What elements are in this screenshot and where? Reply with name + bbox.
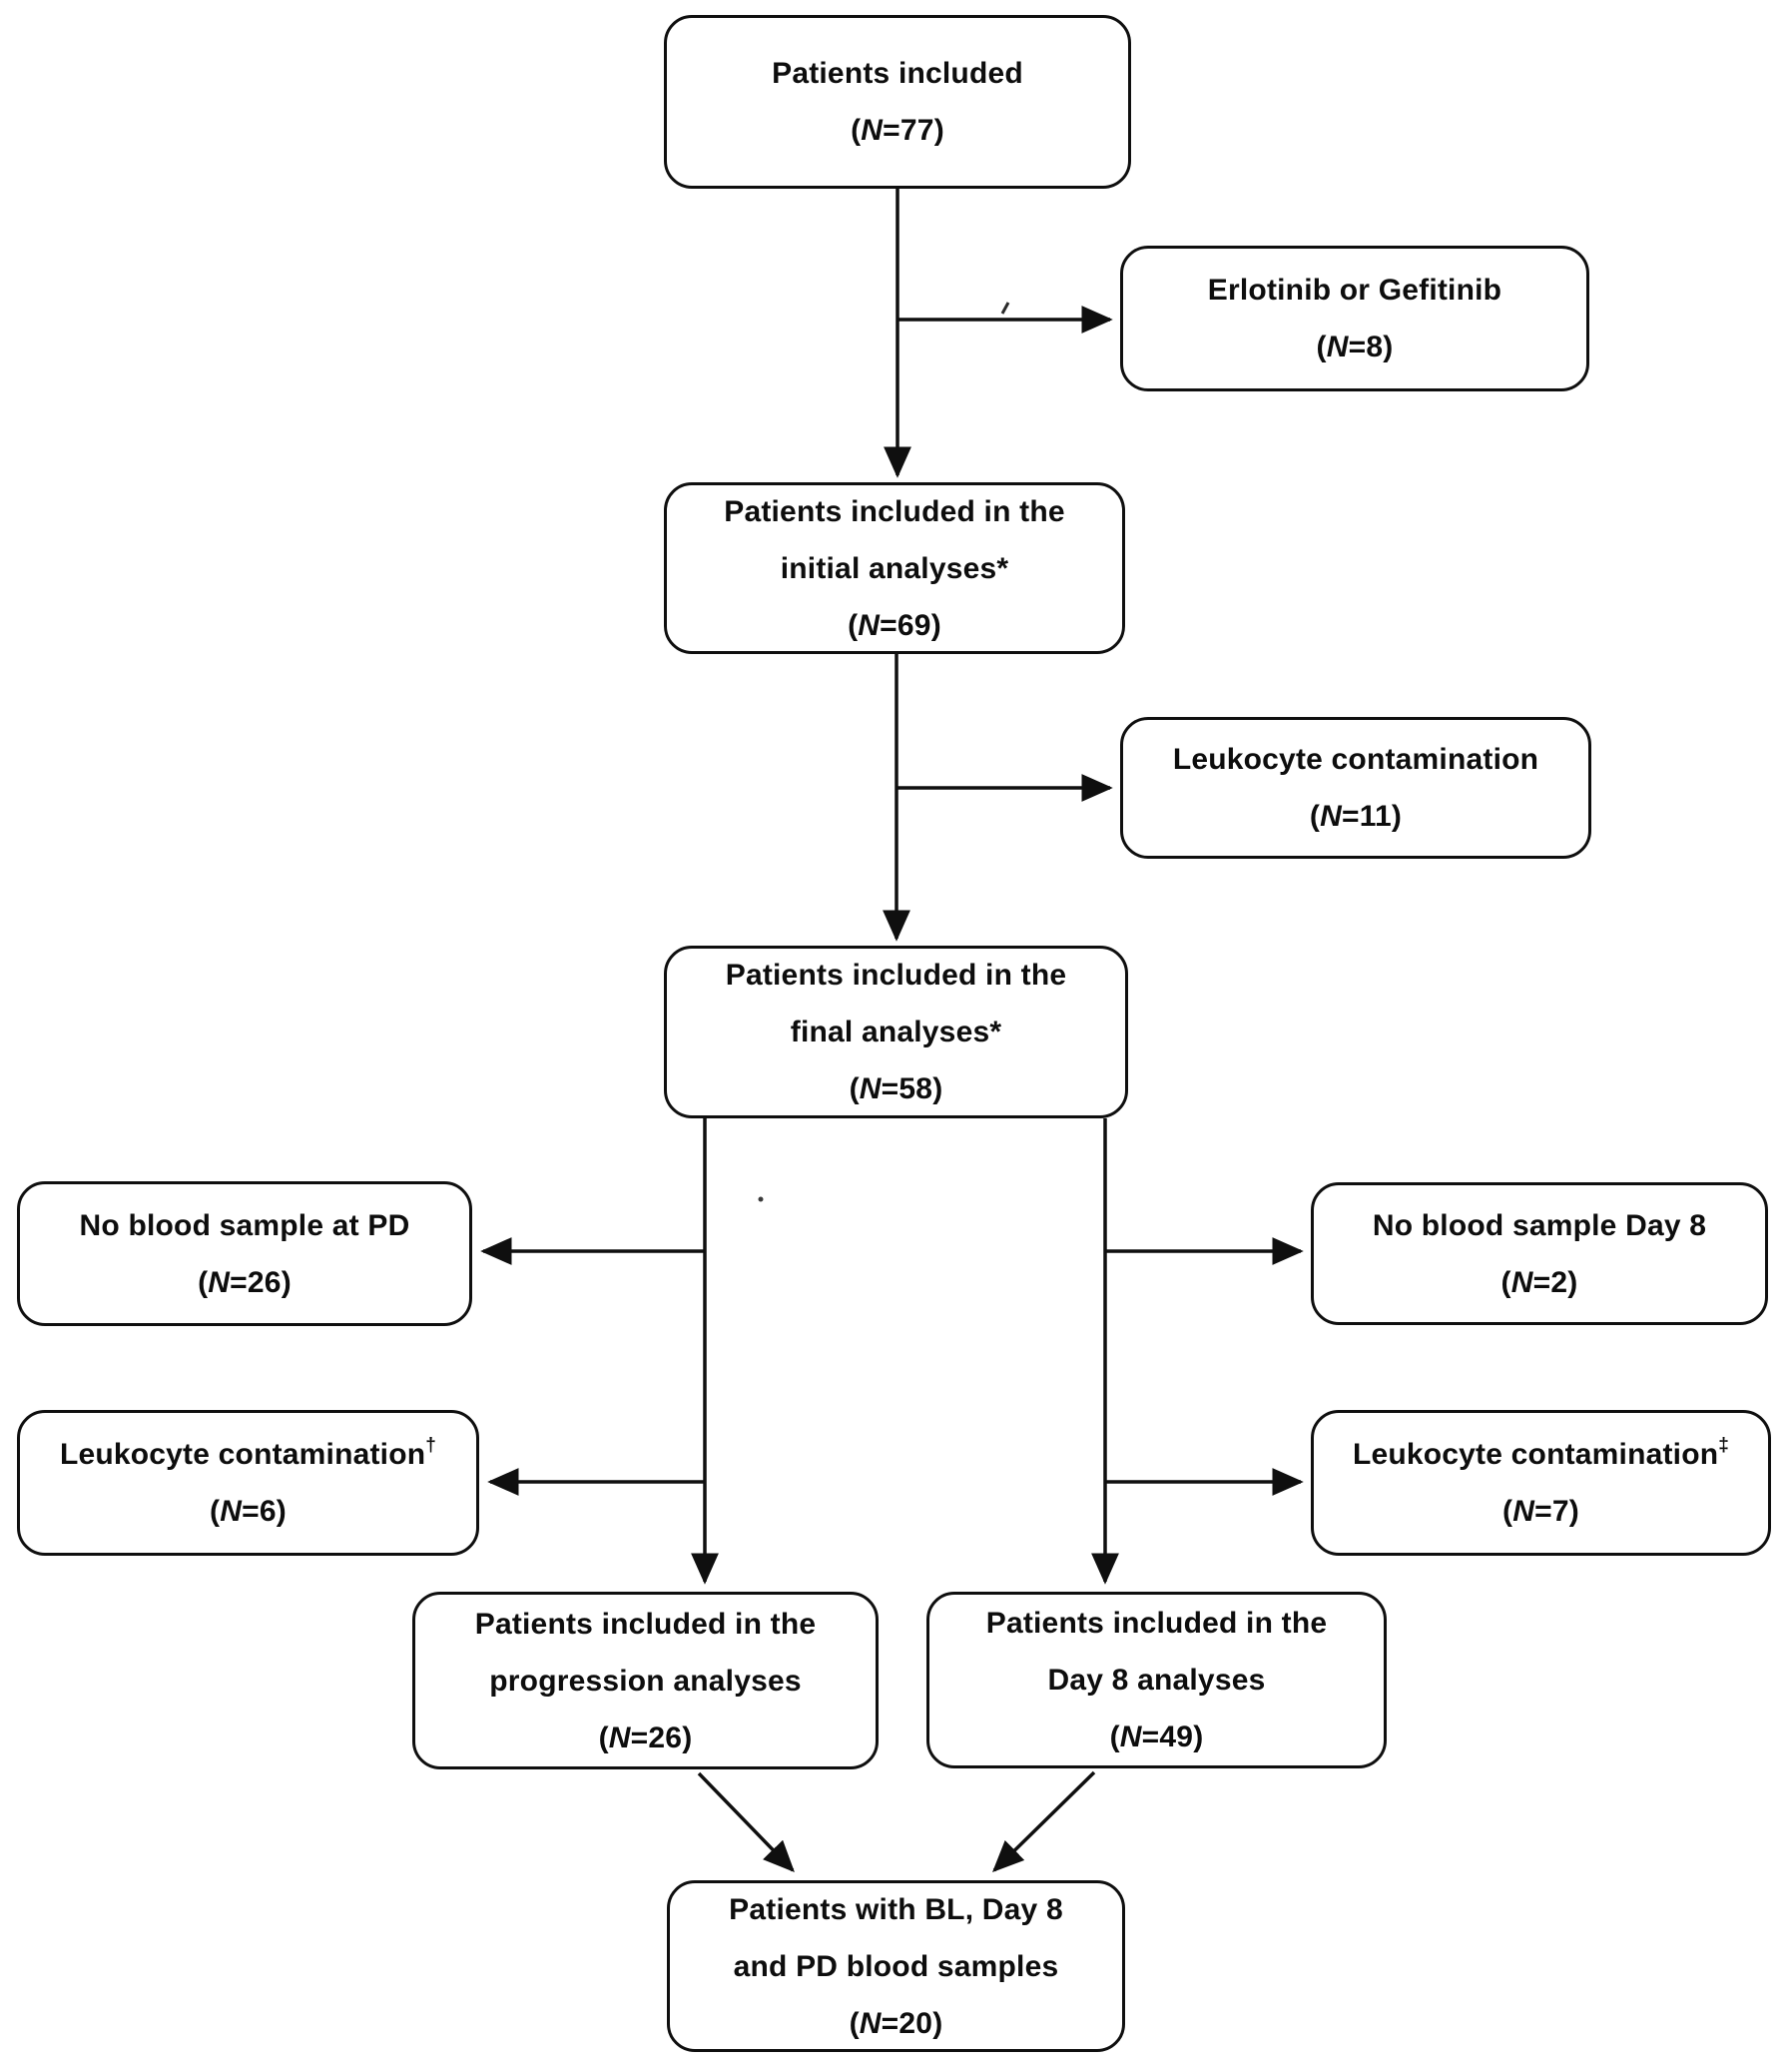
- box-n-count: (N=8): [1316, 331, 1394, 363]
- box-text-line: Patients with BL, Day 8: [729, 1892, 1063, 1926]
- box-text-line: Patients included in the: [474, 1607, 817, 1641]
- box-n-count: (N=26): [198, 1265, 292, 1299]
- connector-progression-to-bl: [697, 1771, 795, 1873]
- double-dagger-symbol: ‡: [1718, 1435, 1730, 1456]
- box-leukocyte-contamination-double-dagger: Leukocyte contamination‡ (N=7): [1311, 1410, 1771, 1556]
- box-day8-analyses: Patients included in the Day 8 analyses …: [926, 1592, 1387, 1768]
- box-text-line: Patients included: [772, 57, 1023, 90]
- box-n-count: (N=77): [851, 114, 944, 147]
- box-progression-analyses: Patients included in the progression ana…: [412, 1592, 879, 1769]
- box-no-blood-sample-pd: No blood sample at PD (N=26): [17, 1181, 472, 1326]
- box-n-count: (N=11): [1309, 800, 1403, 833]
- box-no-blood-sample-day8: No blood sample Day 8 (N=2): [1311, 1182, 1768, 1325]
- box-erlotinib-gefitinib: Erlotinib or Gefitinib (N=8): [1120, 246, 1589, 391]
- box-text-line: final analyses*: [790, 1016, 1002, 1048]
- box-text-line: Patients included in the: [725, 959, 1067, 992]
- box-bl-day8-pd-samples: Patients with BL, Day 8 and PD blood sam…: [667, 1880, 1125, 2052]
- box-n-count: (N=6): [210, 1495, 287, 1528]
- box-text-line: Day 8 analyses: [1047, 1664, 1266, 1697]
- box-n-count: (N=7): [1502, 1495, 1579, 1528]
- dagger-symbol: †: [425, 1435, 437, 1456]
- box-text-line: progression analyses: [489, 1664, 802, 1698]
- box-text-line: Leukocyte contamination‡: [1352, 1435, 1730, 1471]
- box-text-line: Patients included in the: [724, 494, 1065, 528]
- box-leukocyte-contamination: Leukocyte contamination (N=11): [1120, 717, 1591, 859]
- box-n-count: (N=26): [598, 1721, 693, 1754]
- box-text-line: Patients included in the: [985, 1607, 1328, 1640]
- box-initial-analyses: Patients included in the initial analyse…: [664, 482, 1125, 654]
- box-text-line: No blood sample Day 8: [1372, 1208, 1707, 1242]
- box-final-analyses: Patients included in the final analyses*…: [664, 946, 1128, 1118]
- box-patients-included: Patients included (N=77): [664, 15, 1131, 189]
- box-text-line: Erlotinib or Gefitinib: [1207, 274, 1502, 307]
- box-n-count: (N=20): [849, 2006, 943, 2040]
- box-n-count: (N=2): [1500, 1265, 1578, 1299]
- box-text-line: No blood sample at PD: [79, 1208, 410, 1242]
- box-n-count: (N=69): [848, 608, 941, 642]
- connector-day8-to-bl: [992, 1770, 1096, 1872]
- box-n-count: (N=58): [849, 1072, 943, 1105]
- box-text-line: Leukocyte contamination: [1172, 743, 1539, 776]
- scan-speck: [1000, 302, 1010, 315]
- box-text-line: Leukocyte contamination†: [59, 1435, 437, 1471]
- box-leukocyte-contamination-dagger: Leukocyte contamination† (N=6): [17, 1410, 479, 1556]
- box-text-line: and PD blood samples: [733, 1949, 1059, 1983]
- box-n-count: (N=49): [1109, 1721, 1204, 1753]
- box-text-line: initial analyses*: [780, 551, 1009, 585]
- scan-dot: [758, 1196, 764, 1202]
